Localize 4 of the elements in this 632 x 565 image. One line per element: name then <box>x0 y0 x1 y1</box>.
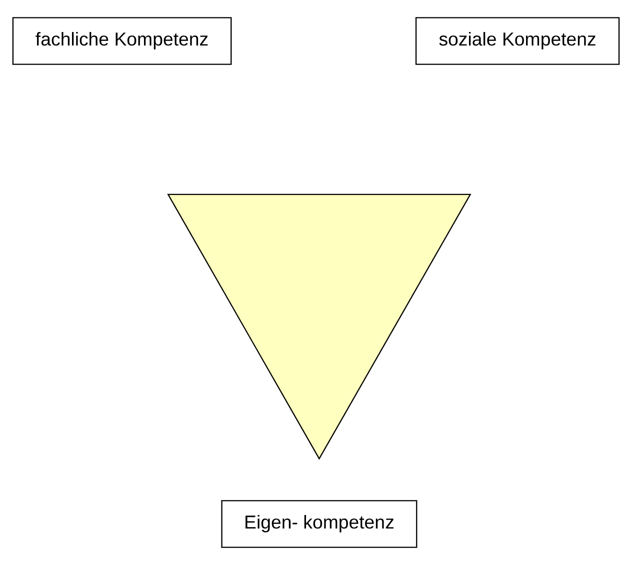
node-box: soziale Kompetenz <box>415 17 620 65</box>
node-box: fachliche Kompetenz <box>12 17 232 65</box>
node-triangle <box>167 194 472 460</box>
node-box: Eigen- kompetenz <box>221 500 418 548</box>
